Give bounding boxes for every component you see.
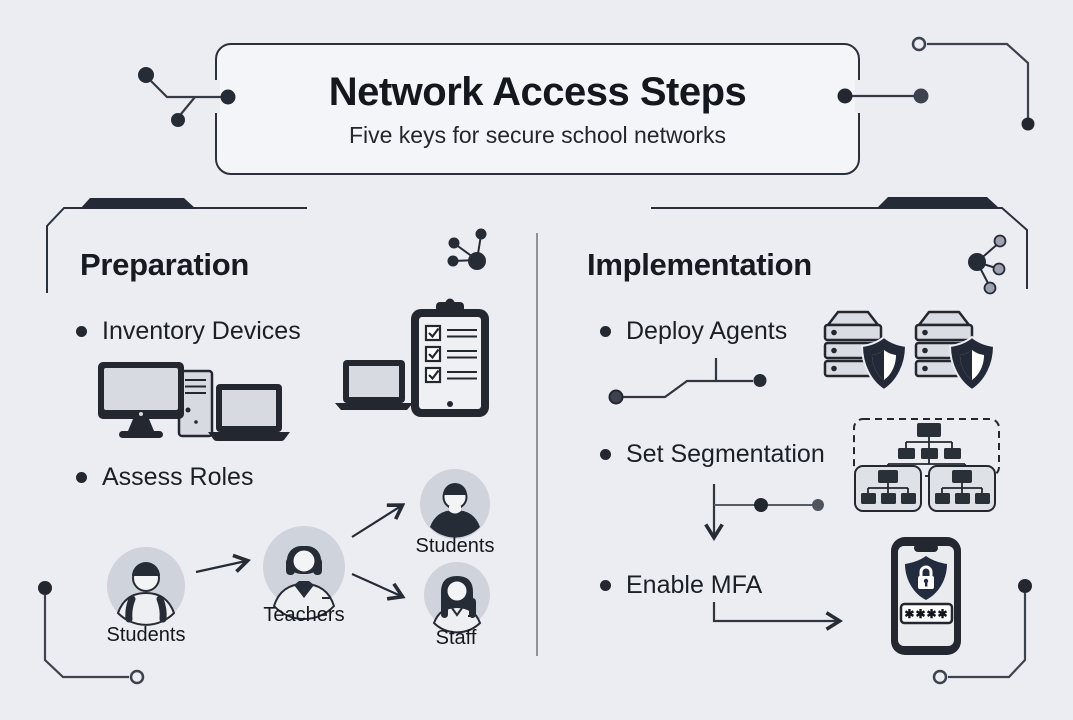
bullet-inventory-devices: Inventory Devices bbox=[76, 315, 301, 347]
page-title: Network Access Steps bbox=[328, 69, 747, 114]
bullet-label: Enable MFA bbox=[626, 570, 763, 599]
bullet-dot bbox=[76, 471, 87, 483]
server-shield-icon bbox=[823, 310, 907, 391]
bullet-dot bbox=[600, 325, 611, 337]
bullet-label: Deploy Agents bbox=[626, 316, 788, 345]
checklist-clipboard-icon bbox=[411, 298, 489, 417]
segmented-network-icon bbox=[853, 418, 1000, 512]
bullet-dot bbox=[76, 325, 87, 337]
bullet-enable-mfa: Enable MFA bbox=[600, 569, 762, 601]
bullet-deploy-agents: Deploy Agents bbox=[600, 315, 787, 347]
avatar-student-branch bbox=[420, 469, 490, 539]
role-label-students-source: Students bbox=[106, 624, 186, 646]
role-label-students-branch: Students bbox=[415, 535, 495, 557]
network-nodes-icon bbox=[968, 234, 1007, 295]
bullet-label: Inventory Devices bbox=[102, 316, 301, 345]
laptop-icon bbox=[335, 360, 413, 410]
right-column-heading: Implementation bbox=[587, 247, 812, 282]
role-label-staff: Staff bbox=[435, 627, 477, 649]
title-box: Network Access Steps Five keys for secur… bbox=[215, 43, 860, 175]
server-shield-icon bbox=[914, 310, 995, 391]
bullet-dot bbox=[600, 448, 611, 460]
bullet-dot bbox=[600, 579, 611, 591]
role-label-teachers: Teachers bbox=[263, 604, 345, 626]
phone-shield-lock-icon bbox=[891, 537, 961, 655]
circuit-trace-deploy bbox=[608, 358, 767, 405]
left-column-heading: Preparation bbox=[80, 247, 249, 282]
bullet-label: Assess Roles bbox=[102, 462, 254, 491]
role-flow-arrows bbox=[195, 506, 401, 596]
bullet-assess-roles: Assess Roles bbox=[76, 461, 253, 493]
mfa-password-text: ✱✱✱✱ bbox=[904, 606, 949, 621]
desktop-computer-icon bbox=[98, 362, 184, 438]
avatar-staff bbox=[424, 562, 490, 634]
circuit-decoration-bottom-right bbox=[932, 579, 1032, 685]
network-nodes-icon bbox=[447, 228, 487, 270]
avatar-student-source bbox=[107, 547, 185, 626]
mfa-arrow bbox=[712, 602, 838, 621]
circuit-trace-segmentation bbox=[714, 484, 824, 536]
pc-tower-icon bbox=[177, 369, 214, 438]
page-subtitle: Five keys for secure school networks bbox=[348, 121, 727, 148]
bullet-label: Set Segmentation bbox=[626, 439, 825, 468]
circuit-decoration-top-right bbox=[911, 36, 1035, 131]
bullet-set-segmentation: Set Segmentation bbox=[600, 438, 825, 470]
laptop-icon bbox=[208, 384, 290, 441]
